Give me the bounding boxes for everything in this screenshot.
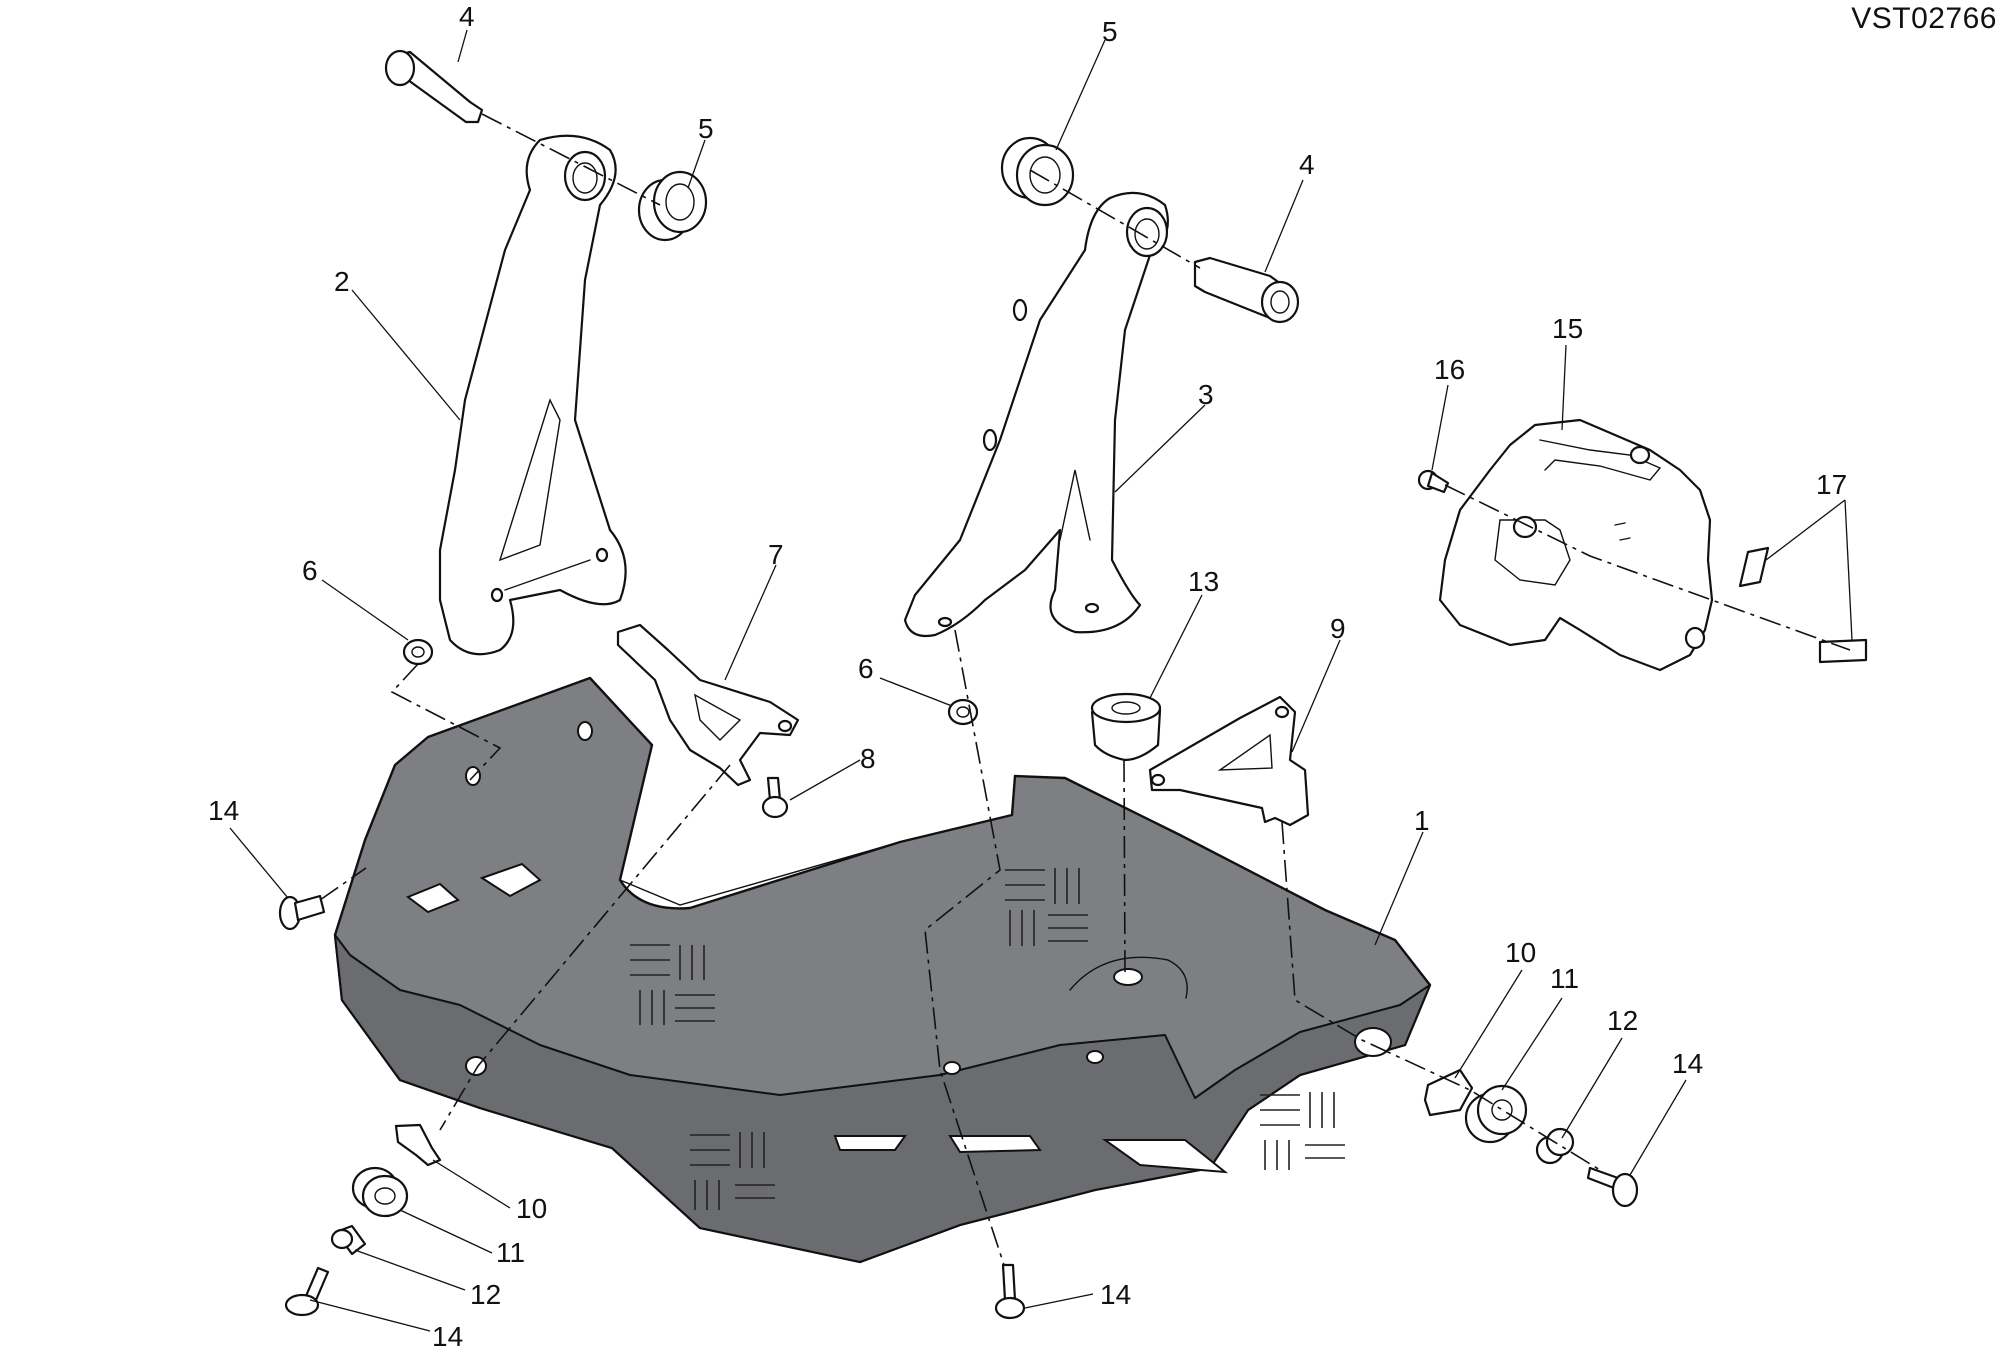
callout-4-right: 4 [1299, 149, 1315, 180]
callout-13: 13 [1188, 566, 1219, 597]
drawing-code: VST02766 [1851, 2, 1997, 35]
skid-plate [333, 676, 1432, 1264]
screw-8 [761, 776, 789, 819]
callout-11-right: 11 [1550, 963, 1579, 994]
assembly-axes [319, 113, 1851, 1266]
bushing-5-right [1000, 136, 1075, 207]
callout-14-bottom: 14 [1100, 1279, 1131, 1310]
bracket-9 [1148, 695, 1310, 827]
callout-11-left: 11 [496, 1237, 525, 1268]
sticker-17-a [1738, 546, 1770, 588]
callout-6-center: 6 [858, 653, 874, 684]
grommet-11-left [351, 1166, 409, 1218]
callout-10-right: 10 [1505, 937, 1536, 968]
washer-6-left [402, 638, 434, 666]
callout-12-left: 12 [470, 1279, 501, 1310]
callout-1: 1 [1414, 805, 1430, 836]
callout-6-left: 6 [302, 555, 318, 586]
callout-8: 8 [860, 743, 876, 774]
grommet-11-right [1464, 1084, 1528, 1144]
callout-7: 7 [768, 539, 784, 570]
washer-6-center [947, 698, 979, 726]
clip-10-left [394, 1123, 442, 1167]
screw-16 [1417, 469, 1450, 494]
callout-5-right: 5 [1102, 16, 1118, 47]
callout-labels: 4 5 2 5 4 3 15 16 17 6 7 13 9 6 8 1 14 1… [208, 1, 1847, 1352]
callout-16: 16 [1434, 354, 1465, 385]
callout-10-left: 10 [516, 1193, 547, 1224]
callout-4-left: 4 [459, 1, 475, 32]
callout-17: 17 [1816, 469, 1847, 500]
callout-9: 9 [1330, 613, 1346, 644]
spacer-12-left [330, 1224, 367, 1256]
left-hanger-bracket [438, 134, 627, 656]
callout-2: 2 [334, 266, 350, 297]
callout-12-right: 12 [1607, 1005, 1638, 1036]
bolt-4-left [384, 49, 484, 124]
screw-14-left-lower [284, 1266, 330, 1317]
callout-3: 3 [1198, 379, 1214, 410]
cover-15 [1438, 418, 1714, 672]
right-hanger-bracket [903, 191, 1169, 638]
sticker-17-b [1818, 638, 1868, 664]
callout-15: 15 [1552, 313, 1583, 344]
screw-14-right [1586, 1166, 1639, 1208]
damper-13 [1090, 692, 1162, 762]
callout-14-left-lower: 14 [432, 1321, 463, 1352]
callout-14-left-upper: 14 [208, 795, 239, 826]
clip-10-right [1423, 1068, 1474, 1117]
leader-lines [229, 29, 1853, 1332]
screw-14-left-upper [278, 894, 326, 931]
bolt-4-right [1193, 256, 1300, 324]
callout-14-right: 14 [1672, 1048, 1703, 1079]
callout-5-left: 5 [698, 113, 714, 144]
screw-14-bottom [994, 1263, 1026, 1320]
bracket-7 [616, 623, 800, 787]
bushing-5-left [637, 170, 708, 242]
